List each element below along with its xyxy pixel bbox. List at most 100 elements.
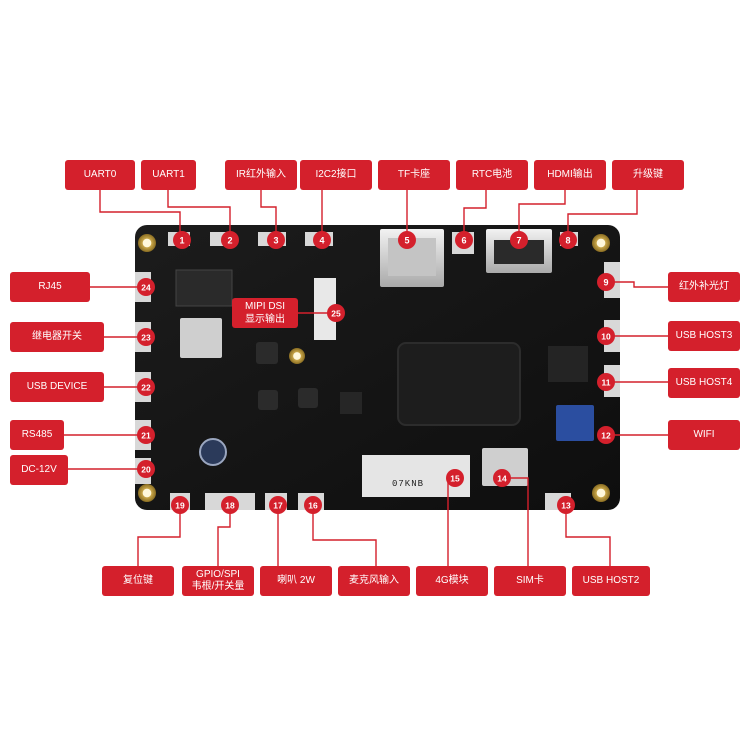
label-mipi-line1: MIPI DSI [244,301,285,312]
marker-21-text: 21 [141,431,151,441]
label-gpio-spi-line2: 韦根/开关量 [191,581,245,592]
marker-14-text: 14 [497,474,507,484]
marker-13 [557,496,575,514]
mount-hole-bl [138,484,156,502]
soc-shield [397,342,521,426]
marker-18-text: 18 [225,501,235,511]
marker-12 [597,426,615,444]
label-uart1: UART1 [141,160,196,190]
marker-4 [313,231,331,249]
marker-18 [221,496,239,514]
marker-13-text: 13 [561,501,571,511]
marker-16-text: 16 [308,501,318,511]
label-wifi: WIFI [668,420,740,450]
ic-chip [340,392,362,414]
label-usb-host4: USB HOST4 [668,368,740,398]
wifi-module [556,405,594,441]
marker-1-text: 1 [179,236,184,246]
label-sim: SIM卡 [494,566,566,596]
marker-19 [171,496,189,514]
number-markers: 1 2 3 4 5 6 7 8 9 10 11 12 13 14 15 16 1… [137,231,615,514]
marker-23-text: 23 [141,333,151,343]
marker-8 [559,231,577,249]
marker-3-text: 3 [273,236,278,246]
marker-9-text: 9 [603,278,608,288]
marker-14 [493,469,511,487]
marker-22 [137,378,155,396]
label-gpio-spi: GPIO/SPI 韦根/开关量 [182,566,254,596]
marker-20 [137,460,155,478]
marker-24-text: 24 [141,283,151,293]
marker-25-text: 25 [331,309,341,319]
inductor-1 [256,342,278,364]
marker-3 [267,231,285,249]
marker-16 [304,496,322,514]
marker-6 [455,231,473,249]
marker-21 [137,426,155,444]
label-mipi-line2: 显示输出 [245,314,285,325]
marker-23 [137,328,155,346]
label-mic: 麦克风输入 [338,566,410,596]
marker-12-text: 12 [601,431,611,441]
label-upgrade: 升级键 [612,160,684,190]
electrolytic-capacitor [199,438,227,466]
label-rs485: RS485 [10,420,64,450]
label-mipi-dsi: MIPI DSI 显示输出 [232,298,298,328]
label-ir-input: IR红外输入 [225,160,297,190]
marker-1 [173,231,191,249]
pcb-board [135,225,620,510]
marker-5 [398,231,416,249]
marker-15-text: 15 [450,474,460,484]
label-usb-host3: USB HOST3 [668,321,740,351]
marker-11 [597,373,615,391]
marker-7-text: 7 [516,236,521,246]
mount-hole-mid [289,348,305,364]
marker-17 [269,496,287,514]
label-speaker: 喇叭 2W [260,566,332,596]
label-4g: 4G模块 [416,566,488,596]
marker-2 [221,231,239,249]
marker-19-text: 19 [175,501,185,511]
marker-10 [597,327,615,345]
marker-24 [137,278,155,296]
label-hdmi: HDMI输出 [534,160,606,190]
inductor-2 [258,390,278,410]
label-i2c: I2C2接口 [300,160,372,190]
label-rj45: RJ45 [10,272,90,302]
label-uart0: UART0 [65,160,135,190]
marker-17-text: 17 [273,501,283,511]
marker-7 [510,231,528,249]
label-reset: 复位键 [102,566,174,596]
label-usb-device: USB DEVICE [10,372,104,402]
marker-22-text: 22 [141,383,151,393]
marker-15 [446,469,464,487]
mipi-connector [314,278,336,340]
flash-chip [548,346,588,382]
marker-10-text: 10 [601,332,611,342]
mount-hole-br [592,484,610,502]
marker-11-text: 11 [602,378,611,388]
label-usb-host2: USB HOST2 [572,566,650,596]
marker-4-text: 4 [319,236,324,246]
inductor-3 [298,388,318,408]
marker-2-text: 2 [227,236,232,246]
marker-9 [597,273,615,291]
module-marking: 07KNB [392,479,425,489]
mount-hole-tr [592,234,610,252]
label-dc12v: DC-12V [10,455,68,485]
marker-25 [327,304,345,322]
leader-lines [64,190,668,570]
rj45-transformer [175,269,233,307]
marker-8-text: 8 [565,236,570,246]
marker-20-text: 20 [141,465,151,475]
label-rtc: RTC电池 [456,160,528,190]
relay-component [180,318,222,358]
label-ir-fill: 红外补光灯 [668,272,740,302]
mount-hole-tl [138,234,156,252]
label-relay: 继电器开关 [10,322,104,352]
label-tf: TF卡座 [378,160,450,190]
label-gpio-spi-line1: GPIO/SPI [196,569,240,580]
marker-5-text: 5 [404,236,409,246]
marker-6-text: 6 [461,236,466,246]
